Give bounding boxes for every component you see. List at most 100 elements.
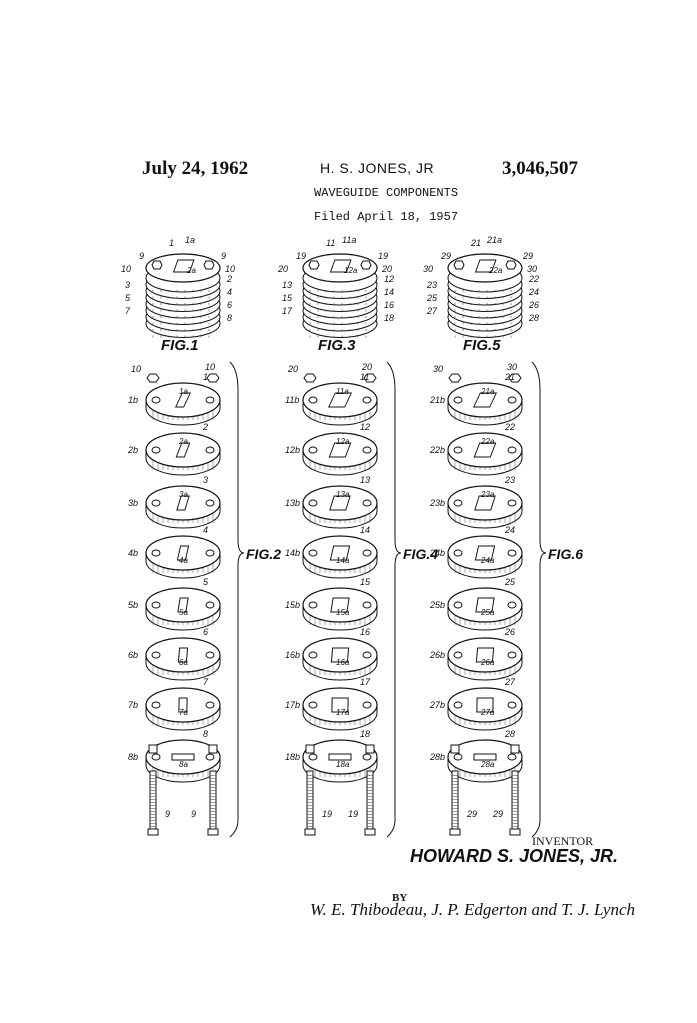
part-label: 21a (480, 387, 495, 396)
bolt-hole (151, 701, 161, 709)
waveguide-aperture (476, 697, 494, 713)
bolt-thread (451, 813, 459, 816)
bolt-thread (306, 804, 314, 807)
part-label: 27 (504, 677, 516, 687)
part-label: 28 (528, 313, 539, 323)
waveguide-aperture (330, 647, 350, 663)
part-label: 20 (361, 362, 372, 372)
part-label: 7a (179, 708, 188, 717)
part-label: 22 (504, 422, 515, 432)
bolt-thread (511, 822, 519, 825)
bolt-hole (151, 753, 161, 761)
part-label: 3b (128, 498, 138, 508)
nut-icon (308, 260, 320, 270)
nut-icon (453, 260, 465, 270)
bolt-thread (149, 810, 157, 813)
waveguide-aperture (474, 259, 497, 273)
bolt-hole (507, 396, 517, 404)
part-label: 14a (336, 556, 350, 565)
bolt-thread (306, 801, 314, 804)
part-label: 17a (336, 708, 350, 717)
bolt-thread (366, 801, 374, 804)
bolt-hole (362, 549, 372, 557)
waveguide-aperture (328, 442, 352, 458)
part-label: 18 (384, 313, 394, 323)
part-label: 27 (426, 306, 438, 316)
part-label: 22 (528, 274, 539, 284)
bolt-thread (451, 777, 459, 780)
bolt-hole (308, 651, 318, 659)
inventor-name: HOWARD S. JONES, JR. (410, 846, 619, 866)
waveguide-aperture (177, 597, 189, 613)
bolt-hole (205, 753, 215, 761)
patent-title: WAVEGUIDE COMPONENTS (314, 186, 459, 200)
bolt-thread (149, 774, 157, 777)
bolt-thread (149, 825, 157, 828)
bolt-hole (362, 446, 372, 454)
part-label: 12 (360, 422, 370, 432)
bolt-thread (209, 780, 217, 783)
part-label: 23 (426, 280, 437, 290)
part-label: 22a (480, 437, 495, 446)
figure-column (302, 253, 402, 838)
nut-icon (304, 828, 316, 836)
waveguide-aperture (172, 259, 195, 273)
part-label: 9 (191, 809, 196, 819)
bolt-thread (209, 804, 217, 807)
part-label: 9 (139, 251, 144, 261)
bolt-thread (511, 783, 519, 786)
nut-icon (303, 373, 317, 383)
bolt-thread (149, 795, 157, 798)
bolt-thread (451, 825, 459, 828)
waveguide-aperture (475, 647, 495, 663)
part-label: 14 (384, 287, 394, 297)
part-label: 8 (203, 729, 208, 739)
bolt-hole (151, 601, 161, 609)
bolt-thread (511, 810, 519, 813)
exploded-disc (145, 637, 221, 681)
waveguide-aperture (330, 597, 350, 613)
part-label: 25b (429, 600, 445, 610)
part-label: 4b (128, 548, 138, 558)
bolt-thread (209, 795, 217, 798)
bolt-thread (366, 777, 374, 780)
part-label: 27b (429, 700, 445, 710)
bolt-thread (306, 807, 314, 810)
part-label: 8 (227, 313, 232, 323)
nut-icon (505, 260, 517, 270)
bolt-thread (209, 819, 217, 822)
bolt-hole (205, 499, 215, 507)
waveguide-aperture (473, 442, 497, 458)
bolt-thread (451, 780, 459, 783)
part-label: 24a (480, 556, 495, 565)
exploded-disc (302, 382, 378, 426)
bolt-thread (306, 783, 314, 786)
part-label: 18b (285, 752, 300, 762)
exploded-disc (302, 739, 378, 783)
bolt-thread (451, 822, 459, 825)
bolt-thread (511, 792, 519, 795)
part-label: 7 (125, 306, 131, 316)
part-label: 13 (360, 475, 370, 485)
bolt-thread (511, 795, 519, 798)
bolt-thread (149, 777, 157, 780)
bolt-hole (453, 499, 463, 507)
part-label: 26 (504, 627, 515, 637)
bolt-thread (149, 801, 157, 804)
bolt-thread (511, 807, 519, 810)
part-label: 8b (128, 752, 138, 762)
part-label: 25a (480, 608, 495, 617)
nut-icon (450, 744, 460, 754)
part-label: 16 (384, 300, 394, 310)
part-label: 17 (360, 677, 371, 687)
part-label: 12b (285, 445, 300, 455)
bolt-thread (451, 816, 459, 819)
bolt-thread (209, 792, 217, 795)
filed-date: Filed April 18, 1957 (314, 210, 459, 224)
waveguide-aperture (331, 697, 349, 713)
part-label: 29 (440, 251, 451, 261)
part-label: 18a (336, 760, 350, 769)
exploded-disc (302, 687, 378, 731)
bolt-thread (306, 816, 314, 819)
patent-number: 3,046,507 (502, 158, 578, 179)
